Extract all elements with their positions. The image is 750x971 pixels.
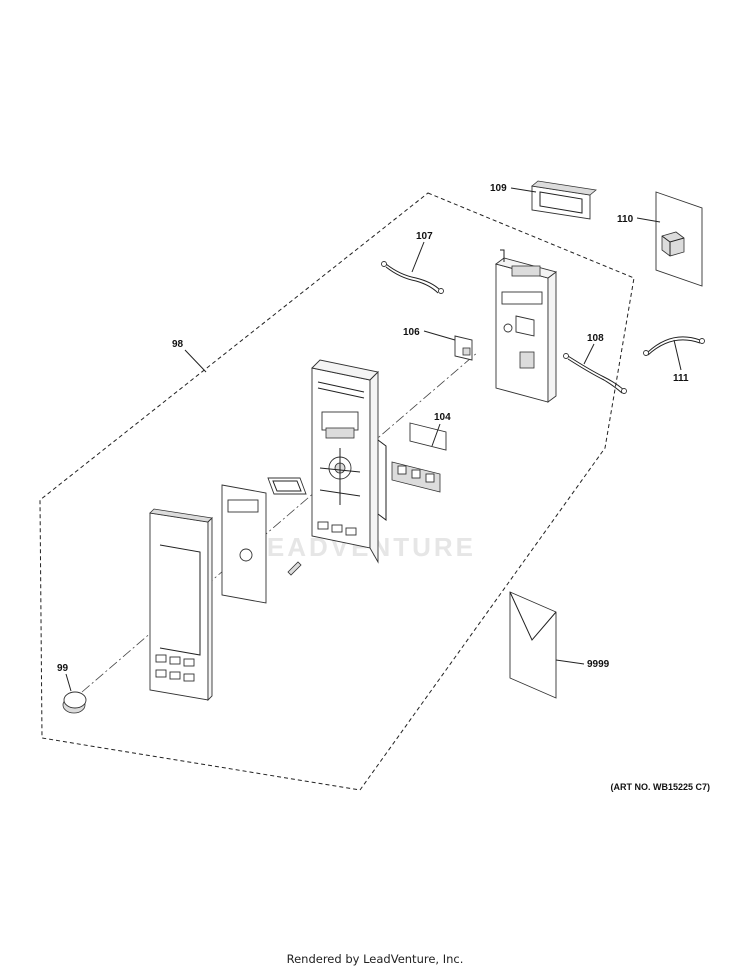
part-108-wire-harness xyxy=(563,353,627,394)
leader-108 xyxy=(583,343,595,365)
part-104-interface-board xyxy=(391,422,447,493)
art-number: (ART NO. WB15225 C7) xyxy=(610,782,710,792)
part-rear-bracket xyxy=(494,249,558,403)
callout-99: 99 xyxy=(57,663,69,674)
part-109-display-board xyxy=(531,180,597,220)
leader-9999 xyxy=(555,659,585,665)
callout-9999: 9999 xyxy=(587,659,610,670)
part-9999-literature xyxy=(509,591,557,699)
callout-109: 109 xyxy=(490,183,507,194)
part-106-switch xyxy=(454,335,473,361)
leader-99 xyxy=(65,673,72,692)
part-107-wire-harness xyxy=(381,261,444,294)
callout-108: 108 xyxy=(587,333,604,344)
callout-104: 104 xyxy=(434,412,451,423)
leader-106 xyxy=(423,330,456,341)
leader-109 xyxy=(510,187,537,193)
assembly-centerline xyxy=(81,351,479,693)
callout-98: 98 xyxy=(172,339,184,350)
callout-111: 111 xyxy=(673,373,689,384)
part-membrane-overlay xyxy=(221,484,267,604)
leader-110 xyxy=(636,217,661,223)
callout-107: 107 xyxy=(416,231,433,242)
leader-111 xyxy=(673,339,682,371)
leader-107 xyxy=(411,241,425,273)
part-111-wire xyxy=(643,336,705,356)
leader-104 xyxy=(431,423,441,447)
part-110-control-module xyxy=(655,191,703,287)
part-small-latch xyxy=(287,561,302,576)
part-display-window xyxy=(267,477,307,495)
part-front-escutcheon xyxy=(149,508,213,702)
part-control-panel-frame xyxy=(311,359,387,564)
callout-106: 106 xyxy=(403,327,420,338)
callout-110: 110 xyxy=(617,214,634,225)
footer-credit: Rendered by LeadVenture, Inc. xyxy=(286,952,464,966)
leader-98 xyxy=(184,349,207,373)
part-99-knob xyxy=(62,691,87,714)
